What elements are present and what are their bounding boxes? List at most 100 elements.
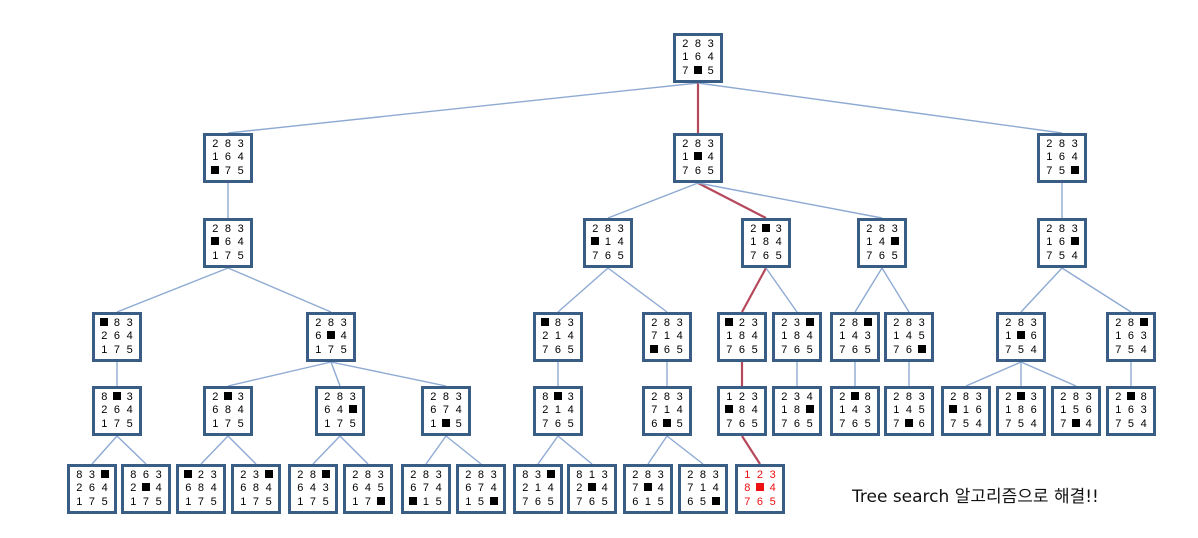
tile-number: 1 [893,330,900,343]
tile-number: 1 [726,391,733,404]
tile-number: 3 [377,469,384,482]
blank-tile [762,224,770,235]
blank-tile [1071,237,1079,248]
tile-number: 5 [237,164,244,177]
tile-number: 4 [1085,417,1092,430]
tile-number: 1 [744,469,751,482]
tile-number: 8 [101,391,108,404]
blank-tile [442,419,450,430]
tile-number: 6 [918,417,925,430]
blank-tile [694,152,702,163]
tree-edge [607,182,699,219]
blank-tile [712,497,720,508]
tree-edge [557,267,609,313]
blank-tile [694,66,702,77]
tile-number: 6 [410,482,417,495]
tile-number: 1 [324,417,331,430]
tile-number: 3 [1140,330,1147,343]
blank-tile [663,419,671,430]
tile-number: 8 [644,469,652,482]
tile-number: 2 [76,482,83,495]
tile-number: 5 [340,343,347,356]
tile-number: 2 [315,317,322,330]
tile-number: 7 [224,249,232,262]
tile-number: 1 [699,482,707,495]
tile-number: 8 [762,236,770,249]
tile-number: 3 [490,469,497,482]
blank-tile [224,392,232,403]
tile-number: 5 [657,495,664,508]
tile-number: 7 [781,343,788,356]
tile-number: 4 [975,417,982,430]
tile-number: 8 [663,391,671,404]
tile-number: 4 [601,482,608,495]
tile-number: 6 [315,330,322,343]
blank-tile [588,483,596,494]
blank-tile [1017,331,1025,342]
tile-number: 7 [88,495,96,508]
blank-tile [349,405,357,416]
tile-number: 8 [793,330,801,343]
tile-number: 7 [309,495,317,508]
tile-number: 1 [422,495,430,508]
tile-number: 6 [694,164,702,177]
tile-number: 4 [237,404,244,417]
tile-number: 4 [101,482,108,495]
tile-number: 8 [309,469,317,482]
tile-number: 3 [322,482,329,495]
tile-number: 7 [1005,343,1012,356]
tile-number: 6 [663,343,671,356]
tile-number: 5 [601,495,608,508]
tile-number: 6 [793,417,801,430]
tile-number: 4 [210,482,217,495]
tile-number: 8 [604,223,612,236]
tile-number: 6 [534,495,542,508]
tile-number: 2 [212,138,219,151]
tile-number: 4 [851,404,859,417]
tile-number: 3 [975,391,982,404]
tile-number: 1 [1005,330,1012,343]
tile-number: 6 [113,330,121,343]
tile-number: 3 [1140,404,1147,417]
tile-number: 5 [349,417,356,430]
tile-number: 5 [1058,164,1066,177]
tile-number: 6 [604,249,612,262]
tile-number: 6 [851,417,859,430]
tile-number: 1 [554,404,562,417]
tile-number: 4 [806,330,813,343]
tile-number: 7 [336,417,344,430]
tile-number: 2 [430,391,437,404]
tree-edge [965,361,1022,387]
tile-number: 3 [126,391,133,404]
tile-number: 4 [707,51,714,64]
tile-number: 6 [687,495,694,508]
tile-number: 2 [592,223,599,236]
tile-number: 4 [617,236,624,249]
tile-number: 8 [576,469,583,482]
blank-tile [113,392,121,403]
tile-number: 1 [1060,404,1067,417]
tile-number: 7 [950,417,957,430]
tile-number: 5 [1017,417,1025,430]
tile-number: 8 [738,404,746,417]
tile-number: 7 [113,343,121,356]
tile-number: 8 [1017,404,1025,417]
tile-number: 2 [682,38,689,51]
tile-number: 7 [1005,417,1012,430]
tile-number: 7 [839,417,846,430]
tile-number: 5 [751,417,758,430]
tile-number: 1 [644,495,652,508]
